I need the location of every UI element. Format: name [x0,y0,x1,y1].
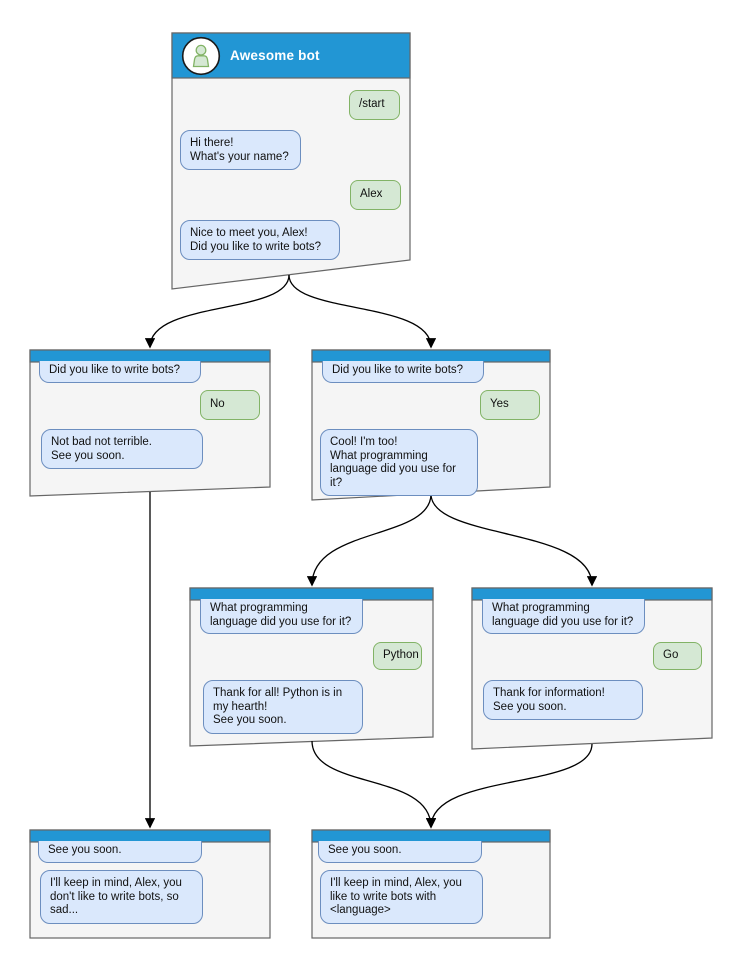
chat-window-yes-branch: Did you like to write bots? Yes Cool! I'… [312,350,550,500]
connector-go-to-end-yes [425,743,593,829]
bot-message-bubble: See you soon. [38,841,202,863]
bot-message-bubble: I'll keep in mind, Alex, you like to wri… [320,870,483,924]
connector-python-to-end-yes [311,740,437,829]
connector-start-to-yes [288,274,437,349]
user-reply-bubble: No [200,390,260,420]
bot-message-bubble: Hi there! What's your name? [180,130,301,170]
user-reply-bubble: Python [373,642,422,670]
chat-window-end-no: See you soon. I'll keep in mind, Alex, y… [30,830,270,938]
user-reply-bubble: /start [349,90,400,120]
user-reply-bubble: Alex [350,180,401,210]
bot-message-bubble: Did you like to write bots? [322,361,484,383]
bot-message-bubble: Nice to meet you, Alex! Did you like to … [180,220,340,260]
chat-window-end-yes: See you soon. I'll keep in mind, Alex, y… [312,830,550,938]
bot-message-bubble: Thank for all! Python is in my hearth! S… [203,680,363,734]
bot-message-bubble: Thank for information! See you soon. [483,680,643,720]
bot-message-bubble: See you soon. [318,841,482,863]
bot-message-bubble: What programming language did you use fo… [482,599,645,634]
chat-window-start: Awesome bot /start Hi there! What's your… [172,33,410,289]
connector-yes-to-python [306,493,432,587]
bot-message-bubble: Did you like to write bots? [39,361,201,383]
bot-message-bubble: What programming language did you use fo… [200,599,363,634]
window-title: Awesome bot [230,48,320,63]
user-reply-bubble: Yes [480,390,540,420]
connector-yes-to-go [430,493,598,587]
chat-window-python-branch: What programming language did you use fo… [190,588,433,746]
bot-avatar-icon [181,36,221,76]
chat-window-go-branch: What programming language did you use fo… [472,588,712,749]
bot-message-bubble: Cool! I'm too! What programming language… [320,429,478,496]
bot-message-bubble: I'll keep in mind, Alex, you don't like … [40,870,203,924]
connector-start-to-no [144,274,290,349]
user-reply-bubble: Go [653,642,702,670]
chat-window-no-branch: Did you like to write bots? No Not bad n… [30,350,270,496]
bot-message-bubble: Not bad not terrible. See you soon. [41,429,203,469]
